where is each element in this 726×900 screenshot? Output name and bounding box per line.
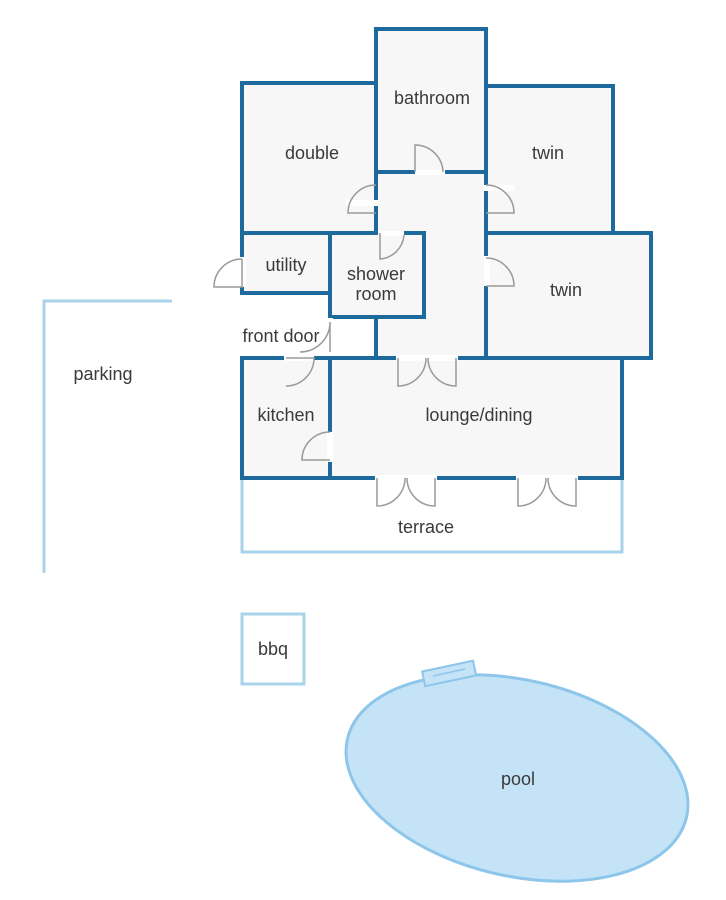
room-double <box>240 81 378 235</box>
room-lounge-dining <box>328 356 624 480</box>
room-twin-top <box>484 84 615 235</box>
pool-steps <box>420 659 478 688</box>
room-shower <box>328 231 426 319</box>
label-lounge-dining: lounge/dining <box>425 405 532 425</box>
label-pool: pool <box>501 769 535 789</box>
label-terrace: terrace <box>398 517 454 537</box>
label-shower: shower <box>347 264 405 284</box>
room-kitchen <box>240 356 332 480</box>
label-utility: utility <box>265 255 306 275</box>
label-twin-top: twin <box>532 143 564 163</box>
terrace-area <box>240 476 624 554</box>
parking-area <box>42 299 172 573</box>
label-shower-room: room <box>355 284 396 304</box>
pool <box>344 659 690 883</box>
label-twin-right: twin <box>550 280 582 300</box>
doors <box>213 144 578 507</box>
bbq-area <box>240 612 306 686</box>
label-bbq: bbq <box>258 639 288 659</box>
label-parking: parking <box>73 364 132 384</box>
label-front-door: front door <box>242 326 319 346</box>
label-kitchen: kitchen <box>257 405 314 425</box>
room-utility <box>240 231 332 295</box>
label-double: double <box>285 143 339 163</box>
label-bathroom: bathroom <box>394 88 470 108</box>
